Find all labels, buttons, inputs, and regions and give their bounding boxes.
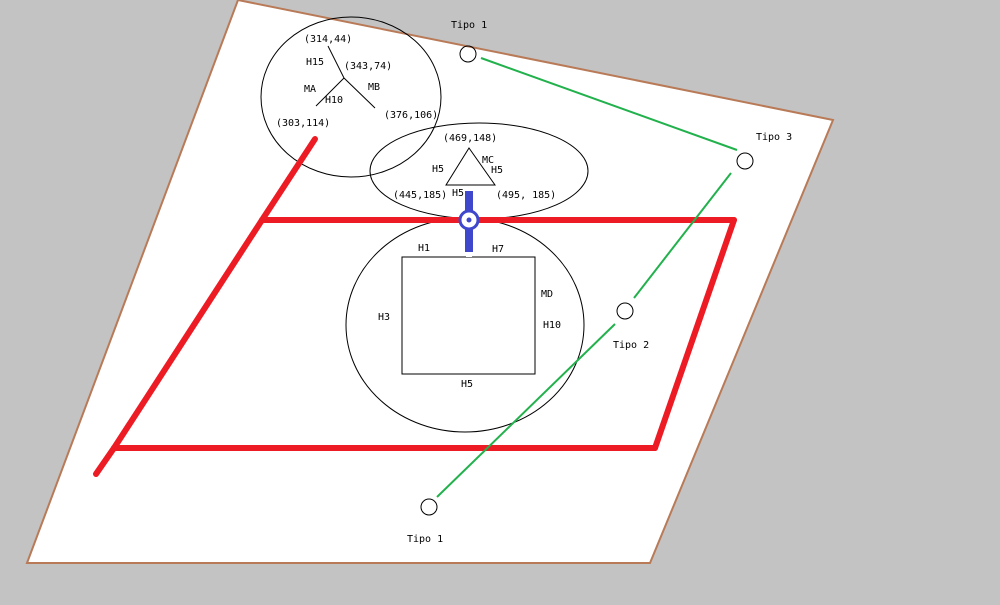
label-h10-sq: H10 bbox=[543, 320, 561, 331]
coord-445-185: (445,185) bbox=[393, 190, 447, 201]
label-tipo2: Tipo 2 bbox=[613, 340, 649, 351]
label-h1: H1 bbox=[418, 243, 430, 254]
red-frame bbox=[93, 136, 737, 477]
coord-303-114: (303,114) bbox=[276, 118, 330, 129]
piece-a-circle bbox=[260, 16, 442, 178]
label-mb: MB bbox=[368, 82, 380, 93]
coord-314-44: (314,44) bbox=[304, 34, 352, 45]
label-h15: H15 bbox=[306, 57, 324, 68]
piece-c-triangle bbox=[445, 147, 496, 186]
label-tipo1-top: Tipo 1 bbox=[451, 20, 487, 31]
label-h3: H3 bbox=[378, 312, 390, 323]
label-ma: MA bbox=[304, 84, 316, 95]
label-h5-sq-bottom: H5 bbox=[461, 379, 473, 390]
blue-connector bbox=[458, 191, 480, 252]
coord-495-185: (495, 185) bbox=[496, 190, 556, 201]
label-h10-a: H10 bbox=[325, 95, 343, 106]
label-md: MD bbox=[541, 289, 553, 300]
coord-469-148: (469,148) bbox=[443, 133, 497, 144]
piece-a-line-down-left bbox=[315, 77, 345, 107]
label-tipo3: Tipo 3 bbox=[756, 132, 792, 143]
piece-d-square bbox=[401, 256, 536, 375]
node-tipo2 bbox=[616, 302, 634, 320]
coord-343-74: (343,74) bbox=[344, 61, 392, 72]
piece-a-line-down-right bbox=[343, 77, 376, 109]
sheet-border bbox=[25, 0, 835, 564]
coord-376-106: (376,106) bbox=[384, 110, 438, 121]
sheet bbox=[27, 0, 833, 563]
piece-a-line-upper bbox=[327, 45, 345, 79]
label-h5-tri-left: H5 bbox=[432, 164, 444, 175]
node-tipo1-top bbox=[459, 45, 477, 63]
node-tipo1-bottom bbox=[420, 498, 438, 516]
label-tipo1-bottom: Tipo 1 bbox=[407, 534, 443, 545]
label-h7: H7 bbox=[492, 244, 504, 255]
label-mc: MC bbox=[482, 155, 494, 166]
node-tipo3 bbox=[736, 152, 754, 170]
label-h5-tri-right: H5 bbox=[491, 165, 503, 176]
green-links bbox=[436, 57, 738, 498]
label-h5-tri-bottom: H5 bbox=[452, 188, 464, 199]
square-top-gap bbox=[466, 252, 472, 257]
